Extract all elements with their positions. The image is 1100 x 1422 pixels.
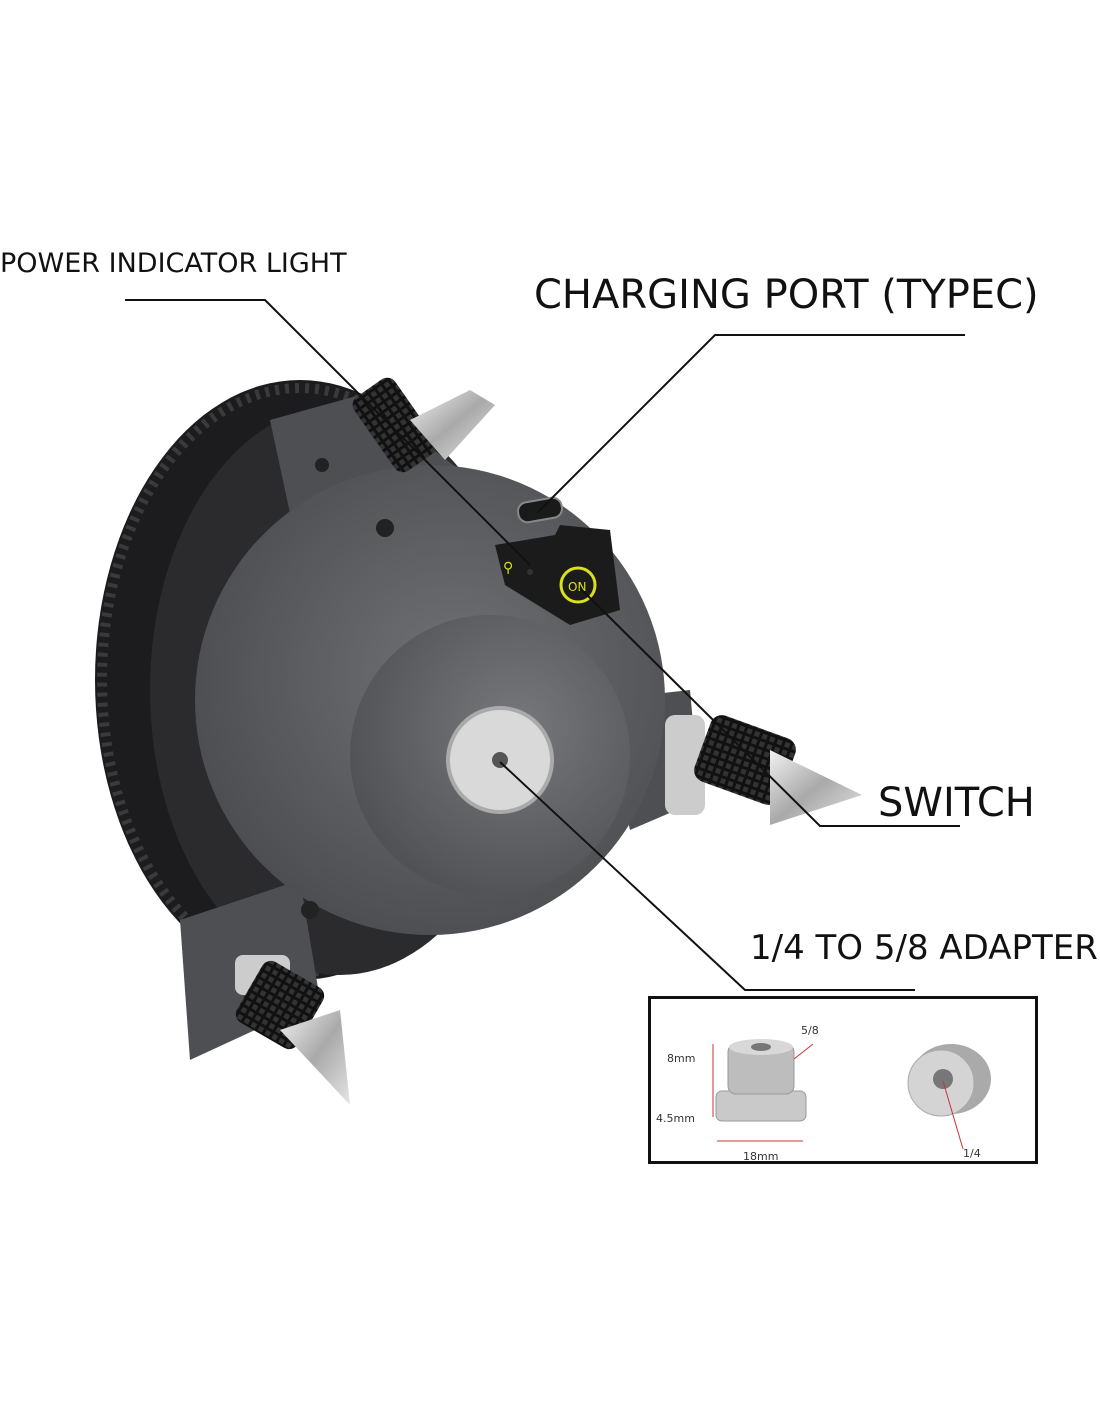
mount-hole	[301, 901, 319, 919]
mount-hole	[376, 519, 394, 537]
leader-power	[125, 299, 531, 566]
power-indicator-led	[527, 569, 533, 575]
leveling-leg-right	[665, 715, 862, 825]
dim-4-5mm: 4.5mm	[656, 1112, 695, 1125]
callout-charging-port: CHARGING PORT (TYPEC)	[534, 272, 1039, 318]
thread-5-8: 5/8	[801, 1024, 819, 1037]
dim-18mm: 18mm	[743, 1150, 779, 1163]
center-thread-hole	[492, 752, 508, 768]
adapter-top-view	[907, 1044, 991, 1117]
leveling-leg-top	[352, 377, 495, 473]
callout-power-indicator: POWER INDICATOR LIGHT	[0, 248, 347, 279]
adapter-inset: 8mm 4.5mm 18mm 5/8 1/4	[648, 996, 1038, 1164]
thread-1-4: 1/4	[963, 1147, 981, 1160]
leader-charging	[537, 334, 965, 513]
leader-switch	[579, 587, 960, 827]
leader-adapter	[499, 761, 915, 991]
usb-icon: ⚲	[503, 560, 513, 576]
leveling-leg-bottom	[235, 955, 350, 1105]
dim-8mm: 8mm	[667, 1052, 696, 1065]
dimension-lines	[712, 1043, 964, 1150]
adapter-side-view	[715, 1039, 807, 1122]
switch-button[interactable]	[559, 566, 597, 604]
callout-switch: SWITCH	[878, 780, 1035, 826]
mount-hole	[315, 458, 329, 472]
callout-adapter: 1/4 TO 5/8 ADAPTER	[750, 928, 1098, 968]
